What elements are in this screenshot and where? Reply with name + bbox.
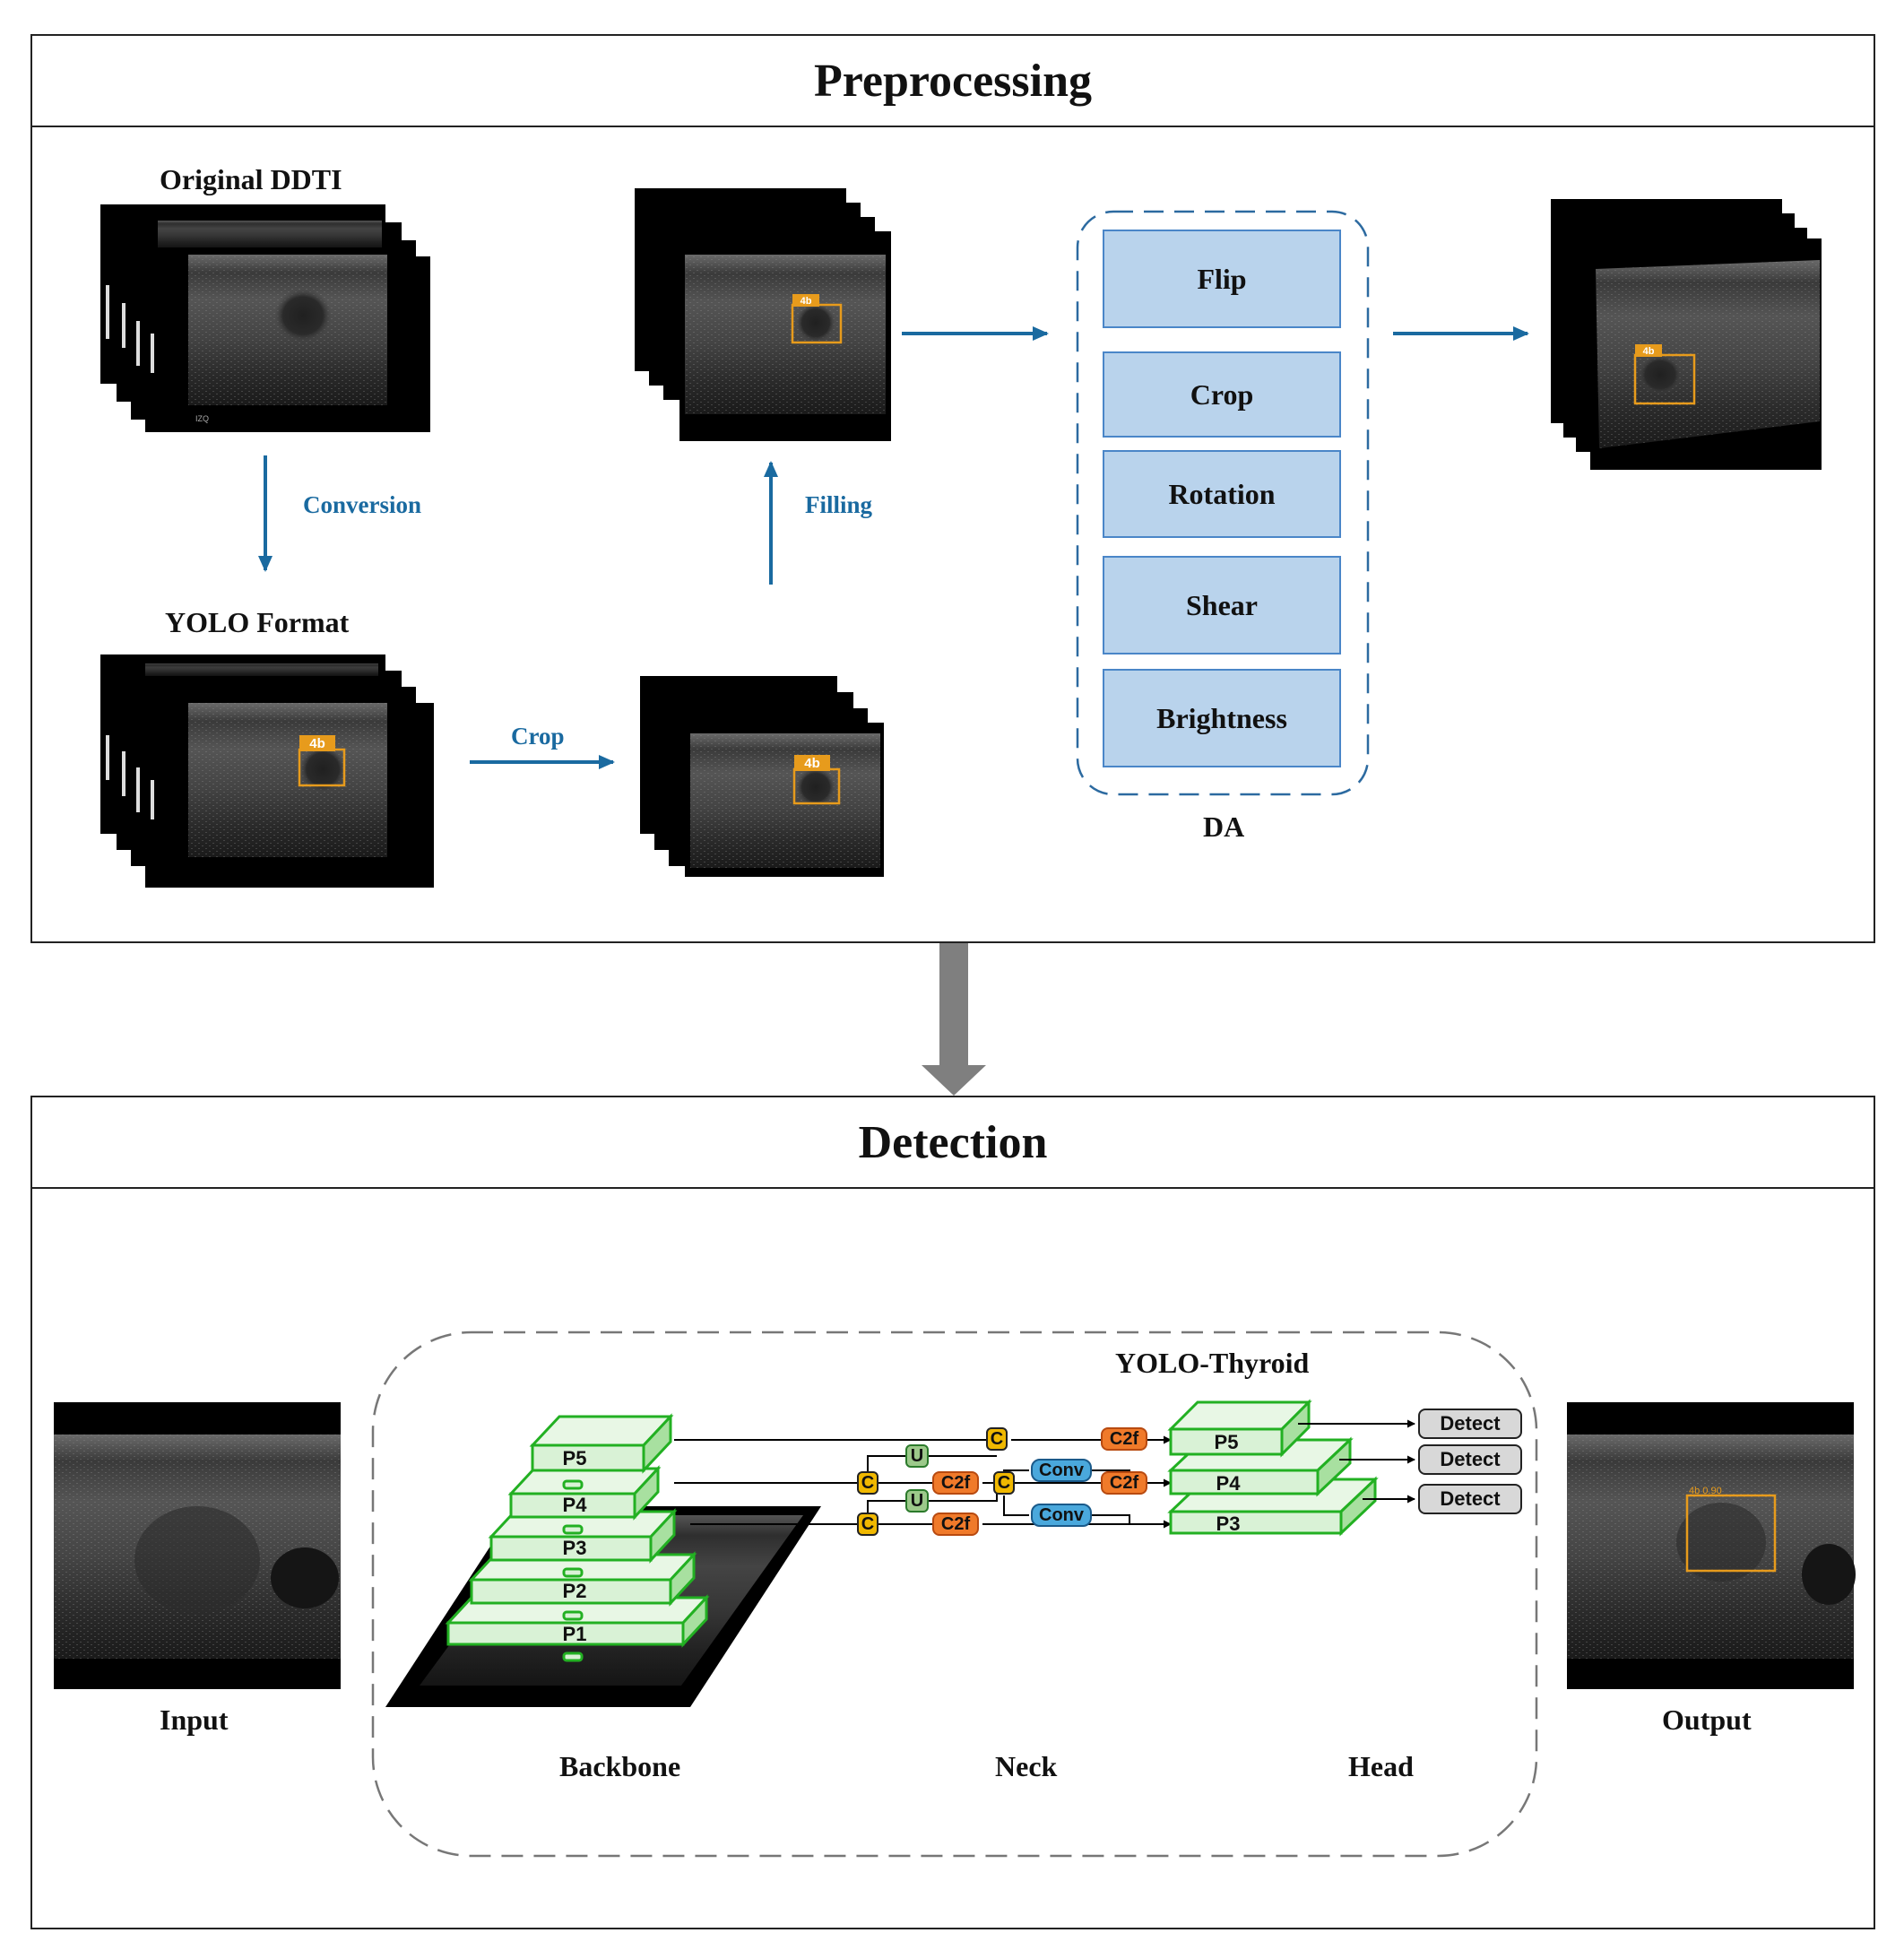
filled-stack: 4b [635,188,891,441]
cropped-stack: 4b [640,676,884,877]
upsample-node-1: U [905,1444,929,1468]
yolo-thyroid-label: YOLO-Thyroid [1115,1347,1310,1379]
original-ddti-label: Original DDTI [160,163,342,195]
preprocessing-title: Preprocessing [32,36,1874,127]
c2f-node-3: C2f [1101,1471,1147,1495]
backbone-label-p5: P5 [563,1447,587,1469]
augmented-stack: 4b [1551,199,1822,470]
head-block-p5 [1167,1399,1312,1458]
da-step-shear: Shear [1103,556,1341,654]
head-label: Head [1348,1750,1414,1782]
c2f-node-2: C2f [932,1471,979,1495]
yolo-thyroid-container [371,1331,1538,1858]
da-step-brightness: Brightness [1103,669,1341,767]
yolo-format-label: YOLO Format [165,606,350,638]
da-step-rotation: Rotation [1103,450,1341,538]
backbone-label: Backbone [559,1750,681,1782]
concat-node-4: C [857,1513,878,1536]
bbox-tag-fill: 4b [801,296,812,307]
backbone-block-p4 [507,1465,662,1521]
original-ddti-stack: IZQ [100,204,430,432]
backbone-label-p2: P2 [563,1580,587,1602]
filling-label: Filling [805,491,873,518]
detect-node-p4: Detect [1418,1444,1522,1475]
da-label: DA [1203,810,1245,843]
output-image: 4b 0.90 [1567,1402,1856,1689]
crop-arrow-label: Crop [511,723,565,750]
backbone-label-p3: P3 [563,1537,587,1559]
da-container [1076,210,1370,796]
concat-node-1: C [986,1427,1008,1451]
section-transition-arrow [922,943,986,1096]
head-label-p3: P3 [1216,1513,1241,1535]
input-label: Input [160,1703,229,1736]
scan-corner-text: IZQ [195,414,209,423]
head-label-p4: P4 [1216,1472,1242,1495]
c2f-node-1: C2f [1101,1427,1147,1451]
neck-arrows [1144,1435,1172,1529]
da-step-crop: Crop [1103,351,1341,438]
conversion-label: Conversion [303,491,422,518]
backbone-label-p1: P1 [563,1623,587,1645]
input-image [54,1402,341,1689]
concat-node-2: C [857,1471,878,1495]
detect-node-p5: Detect [1418,1409,1522,1439]
head-label-p5: P5 [1215,1431,1239,1453]
bbox-tag-yolo: 4b [309,736,325,751]
conv-node-2: Conv [1031,1504,1092,1527]
c2f-node-4: C2f [932,1513,979,1536]
da-step-flip: Flip [1103,230,1341,328]
backbone-pyramid [445,1413,710,1662]
output-label: Output [1662,1703,1752,1736]
yolo-format-stack: 4b [100,654,434,888]
detect-node-p3: Detect [1418,1484,1522,1514]
bbox-tag-crop: 4b [804,756,820,771]
concat-node-3: C [993,1471,1015,1495]
detection-title: Detection [32,1097,1874,1189]
head-pyramid [1167,1399,1379,1537]
neck-label: Neck [995,1750,1058,1782]
backbone-label-p4: P4 [563,1494,588,1516]
detect-arrows [1298,1419,1415,1504]
backbone-block-p5 [529,1413,674,1474]
output-bbox-tag: 4b 0.90 [1689,1486,1722,1496]
upsample-node-2: U [905,1489,929,1513]
conv-node-1: Conv [1031,1459,1092,1482]
bbox-tag-aug: 4b [1643,346,1655,357]
